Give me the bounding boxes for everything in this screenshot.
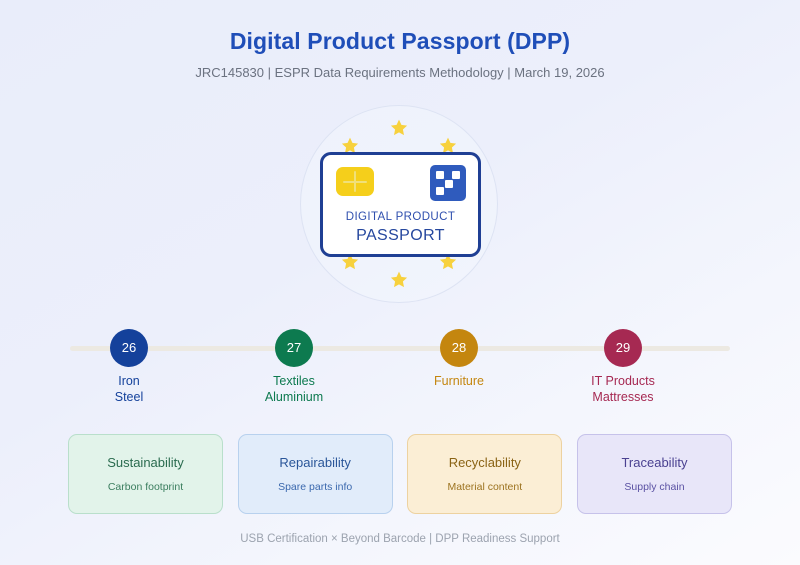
timeline-node-label-line-1: IT Products [591,374,655,388]
page-subtitle: JRC145830 | ESPR Data Requirements Metho… [195,65,605,80]
eu-star-icon-1 [340,136,360,156]
qr-code-icon [430,165,466,201]
timeline-node-label-line-1: Furniture [433,374,485,388]
footer-note: USB Certification × Beyond Barcode | DPP… [240,533,560,545]
passport-card-line-1: DIGITAL PRODUCT [345,211,456,223]
timeline-node-label-line-2: Aluminium [264,389,324,404]
eu-star-icon-3 [438,136,458,156]
passport-card-line-2: PASSPORT [356,227,445,244]
timeline-node-label-line-1: Textiles [273,374,315,388]
timeline-node-badge: 28 [440,329,478,367]
timeline-node-label-line-2: Mattresses [592,389,654,404]
chip-plus-vertical [353,171,357,192]
pillar-card-subtitle: Spare parts info [278,481,353,493]
eu-star-icon-6 [438,252,458,272]
pillar-card-title: Sustainability [107,455,184,470]
qr-dot-top-right [452,171,460,179]
header: Digital Product Passport (DPP) JRC145830… [0,26,800,82]
pillar-card-subtitle: Supply chain [624,481,685,493]
timeline-node-badge: 29 [604,329,642,367]
timeline-node-label-line-2: Steel [114,389,144,404]
pillar-card-title: Repairability [279,455,351,470]
qr-dot-bottom-left [436,187,444,195]
chip-icon [336,167,374,196]
pillar-card-subtitle: Carbon footprint [107,481,184,493]
eu-star-icon-5 [389,270,409,290]
passport-card: DIGITAL PRODUCT PASSPORT [320,152,481,257]
timeline-node-badge: 26 [110,329,148,367]
eu-star-icon-2 [389,118,409,138]
pillar-card-title: Traceability [621,455,688,470]
qr-dot-center [445,180,453,188]
timeline-node-badge: 27 [275,329,313,367]
page-title: Digital Product Passport (DPP) [229,28,571,54]
timeline-node-label-line-1: Iron [118,374,140,388]
pillar-card-title: Recyclability [448,455,521,470]
passport-emblem: DIGITAL PRODUCT PASSPORT [300,105,500,305]
timeline-node-label: Furniture [379,374,539,390]
pillar-card-subtitle: Material content [447,481,523,493]
timeline-track [70,346,730,351]
qr-dot-top-left [436,171,444,179]
eu-star-icon-4 [340,252,360,272]
